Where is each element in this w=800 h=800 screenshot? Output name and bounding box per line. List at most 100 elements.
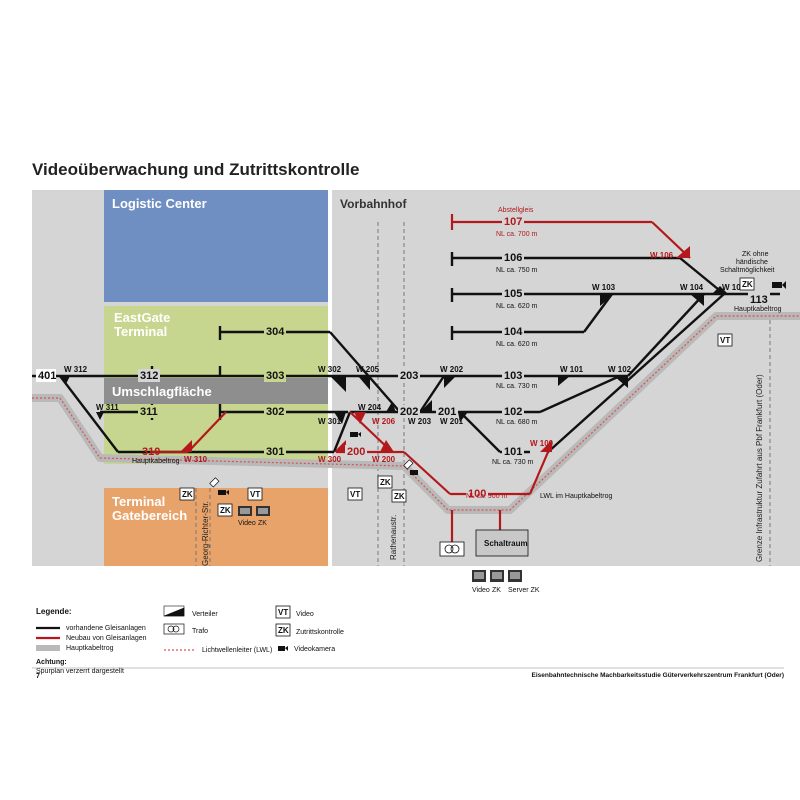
track-201-101 <box>459 411 501 453</box>
logistic-center-zone <box>104 190 328 302</box>
hauptkabeltrog-right-label: Hauptkabeltrog <box>734 306 782 313</box>
switch-w203-marker <box>420 400 432 412</box>
umschlagflaeche-label: Umschlagfläche <box>112 384 212 399</box>
track-303-label: 303 <box>266 370 284 382</box>
track-201-label: 201 <box>438 406 456 418</box>
terminal-label-line1: Terminal <box>112 494 165 509</box>
track-304-connector <box>329 331 401 413</box>
track-202-label: 202 <box>400 406 418 418</box>
server-monitors <box>472 570 522 582</box>
vorbahnhof-label: Vorbahnhof <box>340 197 407 211</box>
svg-text:ZK: ZK <box>394 492 405 501</box>
nl100-label: NL ca. 900 m <box>466 493 508 500</box>
w200-label: W 200 <box>372 455 396 464</box>
vt-box-terminal: VT <box>247 487 263 501</box>
switch-w206-marker <box>354 412 366 424</box>
legend-zutritt: Zutrittskontrolle <box>296 629 344 636</box>
w104-label: W 104 <box>680 283 704 292</box>
lwl-label: LWL im Hauptkabeltrog <box>540 493 612 500</box>
zk-box-rathenau-2: ZK <box>391 489 407 503</box>
w100-label: W 100 <box>530 439 554 448</box>
track-104-label: 104 <box>504 326 523 338</box>
legend-verteiler-icon <box>163 607 185 617</box>
right-edge-background <box>766 190 800 566</box>
eastgate-label-line1: EastGate <box>114 310 170 325</box>
grenze-label-text: Grenze Infrastruktur Zufahrt aus Pbf Fra… <box>755 374 764 562</box>
w102-label: W 102 <box>608 365 632 374</box>
svg-text:ZK: ZK <box>220 506 231 515</box>
server-zk-label: ZK <box>492 587 501 594</box>
track-200-label: 200 <box>347 446 365 458</box>
svg-text:ZK: ZK <box>182 490 193 499</box>
terminal-label-line2: Gatebereich <box>112 508 187 523</box>
legend: Legende: vorhandene Gleisanlagen Neubau … <box>36 605 344 675</box>
switch-w200-marker <box>380 440 394 452</box>
terminal-gatebereich-zone <box>104 488 328 566</box>
page-title: Videoüberwachung und Zutrittskontrolle <box>32 160 360 179</box>
legend-existing: vorhandene Gleisanlagen <box>66 625 146 632</box>
switch-w202-marker <box>444 376 456 388</box>
track-301-label: 301 <box>266 446 284 458</box>
track-102-label: 102 <box>504 406 522 418</box>
abstellgleis-label: Abstellgleis <box>498 207 534 214</box>
legend-new: Neubau von Gleisanlagen <box>66 635 147 642</box>
zk-note-line1: ZK ohne <box>742 251 769 258</box>
switch-w302-marker <box>330 376 346 392</box>
server-video-label: Video <box>472 587 490 594</box>
switch-w312-marker <box>60 376 70 384</box>
trafo-icon <box>439 541 465 557</box>
svg-text:VT: VT <box>350 490 360 499</box>
svg-text:ZK: ZK <box>278 626 289 635</box>
legend-trafo: Trafo <box>192 628 208 635</box>
w103-label: W 103 <box>592 283 616 292</box>
logistic-center-label: Logistic Center <box>112 196 207 211</box>
zk-note-line2: händische <box>736 259 768 266</box>
vt-box-right: VT <box>717 333 733 347</box>
track-101-connector <box>547 293 725 453</box>
track-107-label: 107 <box>504 216 522 228</box>
nl102-label: NL ca. 680 m <box>496 419 538 426</box>
switch-w201-marker <box>458 412 468 422</box>
w301-label: W 301 <box>318 417 342 426</box>
switch-w100-marker <box>540 440 552 452</box>
nl103-label: NL ca. 730 m <box>496 383 538 390</box>
switch-w105-marker <box>712 286 728 294</box>
switch-w301-marker <box>334 412 346 424</box>
track-100-label: 100 <box>468 488 486 500</box>
switch-w204-marker <box>386 402 396 412</box>
track-106-connector <box>679 257 725 295</box>
umschlagflaeche-zone <box>104 378 328 404</box>
legend-heading: Legende: <box>36 607 72 616</box>
footer-page-number: 7 <box>36 673 40 680</box>
track-301-connector <box>332 411 352 453</box>
w204-label: W 204 <box>358 403 382 412</box>
camera-icon <box>350 432 361 437</box>
nl101-label: NL ca. 730 m <box>492 459 534 466</box>
track-311-label: 311 <box>140 406 158 418</box>
georg-richter-street-label: Georg-Richter-Str. <box>201 501 210 566</box>
track-106-label: 106 <box>504 252 522 264</box>
switch-w311-marker <box>96 412 104 420</box>
track-401-label: 401 <box>38 370 56 382</box>
track-numbers: 401 312 311 310 304 303 302 301 203 202 … <box>36 215 770 500</box>
track-103-connector <box>627 293 705 377</box>
legend-kamera: Videokamera <box>294 646 335 653</box>
track-100-lead-new <box>403 451 451 495</box>
w206-label: W 206 <box>372 417 396 426</box>
legend-achtung: Achtung: <box>36 659 67 666</box>
track-w203-connector <box>419 375 445 413</box>
rathenau-street-label: Rathenaustr. <box>389 515 398 560</box>
svg-text:ZK: ZK <box>380 478 391 487</box>
svg-text:VT: VT <box>720 336 730 345</box>
switch-labels: W 312 W 311 W 310 W 302 W 301 W 300 W 20… <box>64 251 746 464</box>
switch-w205-marker <box>358 376 370 390</box>
w312-label: W 312 <box>64 365 88 374</box>
w310-label: W 310 <box>184 455 208 464</box>
w105-label: W 105 <box>722 283 746 292</box>
nl104-label: NL ca. 620 m <box>496 341 538 348</box>
hauptkabeltrog-left-label: Hauptkabeltrog <box>132 458 180 465</box>
w101-label: W 101 <box>560 365 584 374</box>
camera-icon <box>209 477 220 488</box>
legend-video: Video <box>296 611 314 618</box>
eastgate-terminal-zone <box>104 306 328 378</box>
